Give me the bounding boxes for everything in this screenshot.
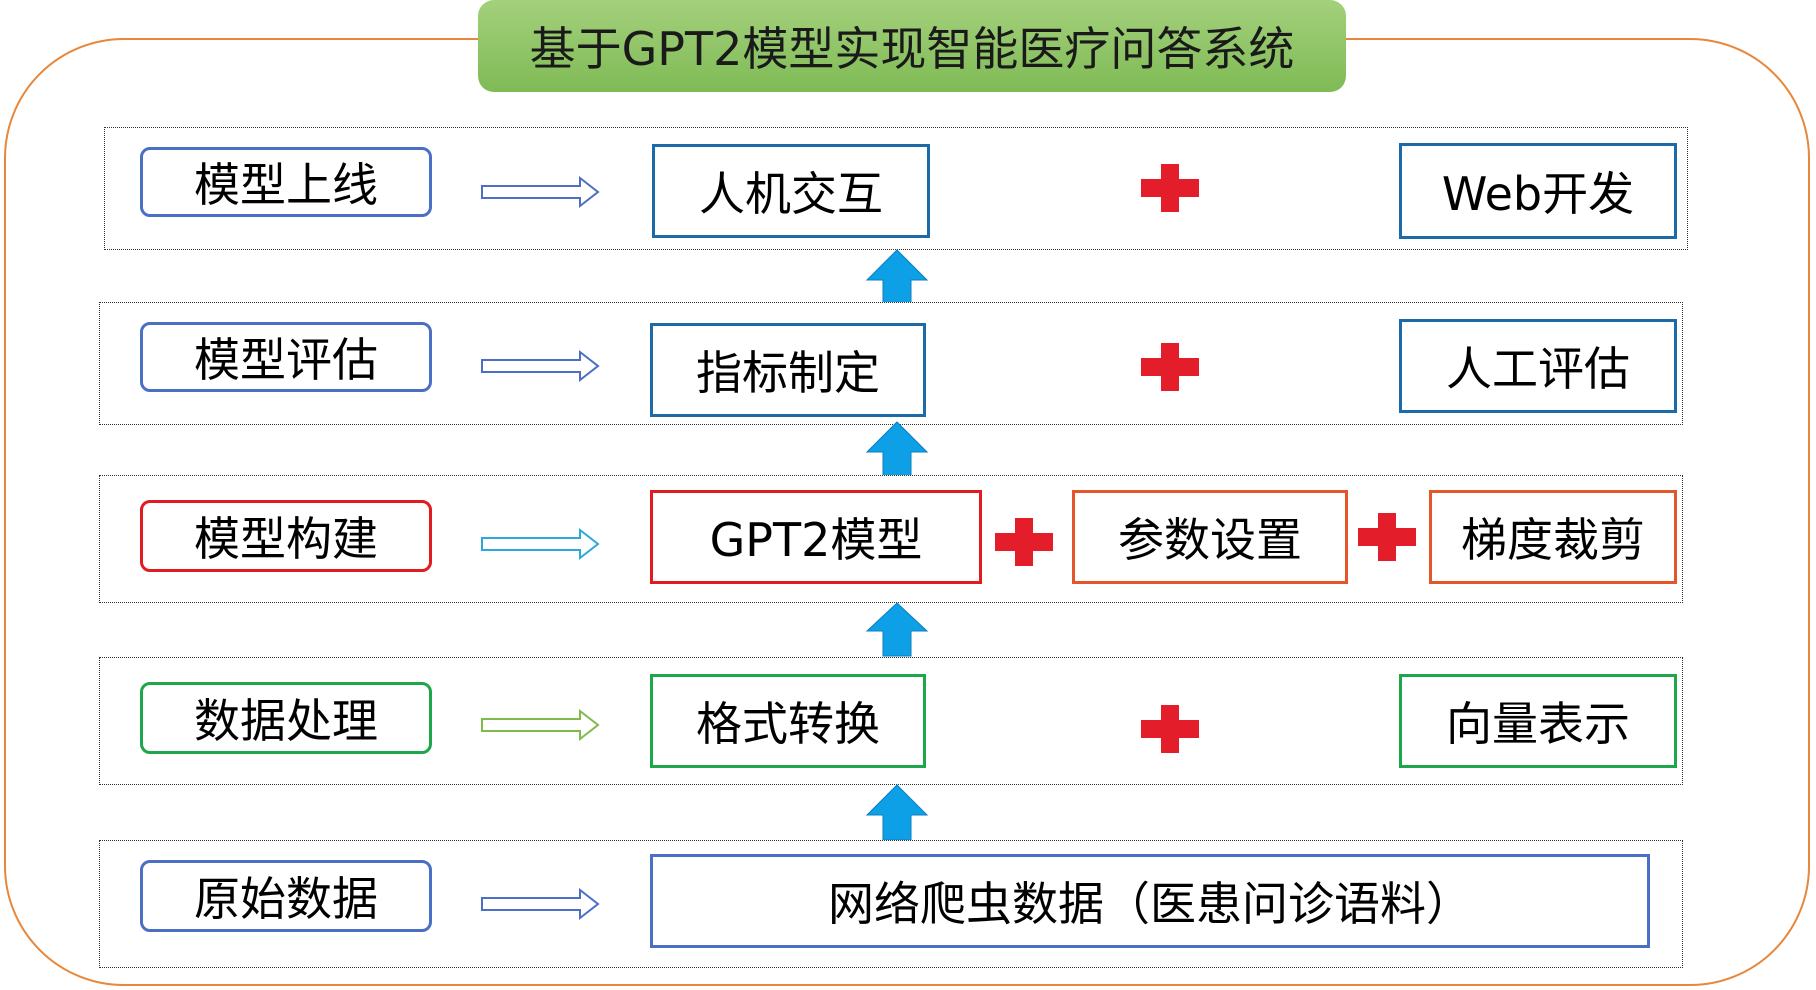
hollow-right-arrow-icon (481, 527, 600, 561)
hollow-right-arrow-icon (481, 887, 600, 921)
stage-build: 模型构建 (140, 500, 432, 572)
plus-icon (1358, 513, 1416, 561)
stage-raw: 原始数据 (140, 860, 432, 932)
hollow-right-arrow-icon (481, 708, 600, 742)
up-arrow-icon (865, 784, 929, 841)
box-web-dev: Web开发 (1399, 143, 1677, 239)
diagram-title: 基于GPT2模型实现智能医疗问答系统 (478, 0, 1346, 92)
up-arrow-icon (865, 602, 929, 657)
up-arrow-icon (865, 421, 929, 478)
plus-icon (1141, 705, 1199, 753)
hollow-right-arrow-icon (481, 349, 600, 383)
stage-eval: 模型评估 (140, 322, 432, 392)
box-metric-definition: 指标制定 (650, 323, 926, 417)
box-vector-representation: 向量表示 (1399, 674, 1677, 768)
plus-icon (995, 518, 1053, 566)
box-gpt2-model: GPT2模型 (650, 490, 982, 584)
box-human-evaluation: 人工评估 (1399, 319, 1677, 413)
box-gradient-clipping: 梯度裁剪 (1429, 490, 1677, 584)
box-human-computer-interaction: 人机交互 (652, 144, 930, 238)
up-arrow-icon (865, 249, 929, 306)
plus-icon (1141, 343, 1199, 391)
plus-icon (1141, 164, 1199, 212)
box-crawler-data: 网络爬虫数据（医患问诊语料） (650, 854, 1650, 948)
stage-process: 数据处理 (140, 682, 432, 754)
box-parameter-settings: 参数设置 (1072, 490, 1348, 584)
stage-online: 模型上线 (140, 147, 432, 217)
hollow-right-arrow-icon (481, 175, 600, 209)
box-format-conversion: 格式转换 (650, 674, 926, 768)
